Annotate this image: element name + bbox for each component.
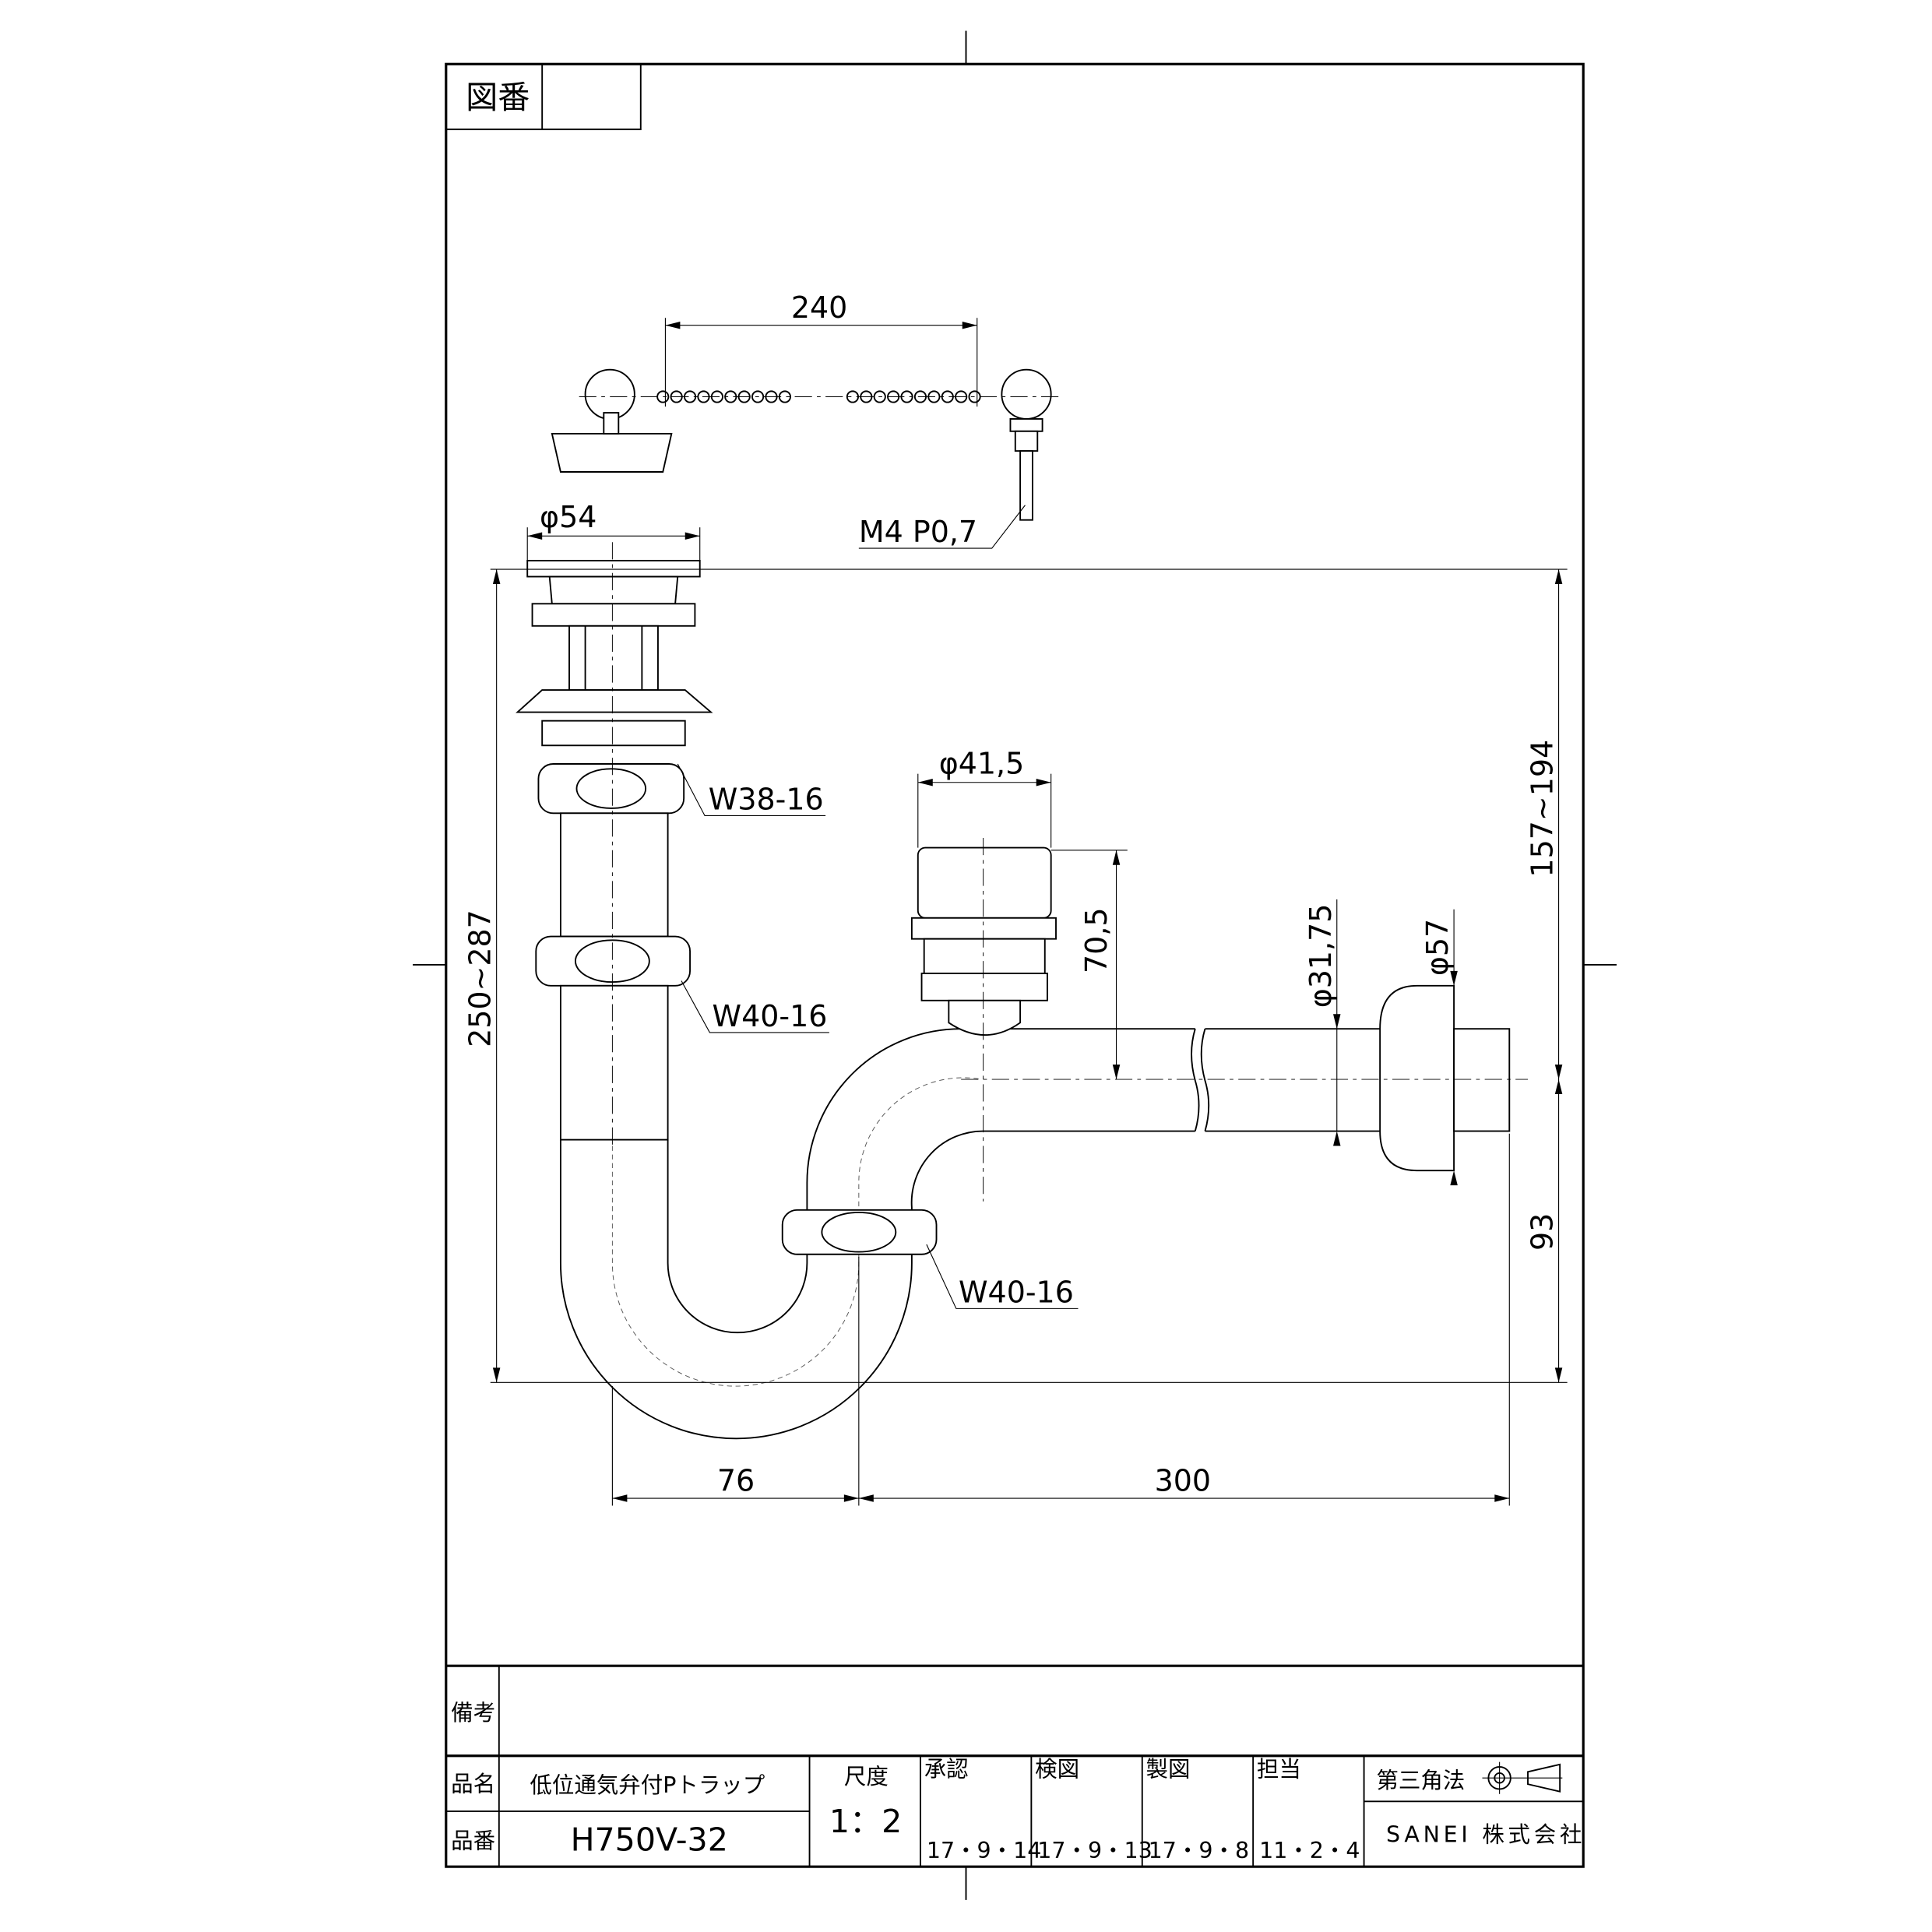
drawing-frame: [413, 30, 1617, 1900]
chain-stopper: 240 M4 P0,7: [551, 290, 1060, 549]
drawing-number-label: 図番: [466, 79, 530, 116]
chain-bead: [887, 390, 900, 403]
pipe-dia-dim: φ31,75: [1304, 904, 1338, 1008]
overall-dimensions: 250~287 157~194 93 76 300: [463, 568, 1568, 1506]
drawn-label: 製図: [1146, 1757, 1191, 1782]
chain-bead: [656, 390, 670, 403]
charge-date: 11・2・4: [1259, 1838, 1360, 1863]
chain-bead: [968, 390, 981, 403]
chain-bead: [913, 390, 927, 403]
vent-valve: φ41,5 70,5: [910, 747, 1128, 1202]
outlet-dimensions: φ31,75 φ57: [1304, 899, 1458, 1186]
title-block: 備考 品名 低位通気弁付Pトラップ 品番 H750V-32 尺度 1：2 承認 …: [445, 1664, 1585, 1867]
charge-label: 担当: [1257, 1757, 1301, 1782]
chain-bead: [697, 390, 710, 403]
chain-bead: [684, 390, 697, 403]
nut-3-label: W40-16: [959, 1275, 1074, 1309]
chain-bead: [724, 390, 737, 403]
third-angle-projection-icon: [1482, 1761, 1563, 1794]
approved-date: 17・9・14: [927, 1838, 1042, 1863]
trap-width-dim: 76: [717, 1464, 755, 1498]
nut-2-label: W40-16: [713, 999, 828, 1033]
drawn-date: 17・9・8: [1149, 1838, 1249, 1863]
chain-bead: [765, 390, 778, 403]
chain-bead: [778, 390, 791, 403]
flange-dia-dim: φ54: [540, 500, 596, 534]
scale-label: 尺度: [844, 1764, 889, 1789]
chain-bead: [670, 390, 683, 403]
projection-label: 第三角法: [1376, 1768, 1465, 1793]
screw-spec: M4 P0,7: [859, 515, 977, 549]
remarks-label: 備考: [451, 1700, 495, 1726]
checked-label: 検図: [1035, 1757, 1079, 1782]
vent-height-dim: 70,5: [1079, 907, 1114, 973]
chain-length-dim: 240: [791, 290, 847, 325]
chain-bead: [955, 390, 968, 403]
chain-bead: [737, 390, 751, 403]
product-name: 低位通気弁付Pトラップ: [530, 1772, 765, 1798]
checked-date: 17・9・13: [1037, 1838, 1153, 1863]
outlet-length-dim: 300: [1155, 1464, 1211, 1498]
chain-bead: [941, 390, 954, 403]
number-label: 品番: [451, 1828, 495, 1853]
wall-flange-dia-dim: φ57: [1420, 919, 1455, 976]
nut-1-label: W38-16: [709, 783, 824, 817]
trap-height-dim: 93: [1526, 1213, 1560, 1251]
name-label: 品名: [451, 1772, 495, 1797]
product-number: H750V-32: [571, 1821, 728, 1859]
drain-tailpiece: φ54 W38-16 W40-16: [516, 500, 829, 1146]
outlet-height-dim: 157~194: [1526, 740, 1560, 878]
chain-bead: [846, 390, 860, 403]
chain-bead: [927, 390, 941, 403]
drawing-number-box: 図番: [445, 63, 642, 131]
chain-bead: [900, 390, 913, 403]
chain-bead: [860, 390, 873, 403]
p-trap-body: W40-16: [559, 984, 1529, 1440]
total-height-dim: 250~287: [463, 910, 498, 1047]
chain-bead: [751, 390, 765, 403]
approved-label: 承認: [924, 1757, 969, 1782]
vent-dia-dim: φ41,5: [939, 747, 1025, 781]
company-name: SANEI 株式会社: [1386, 1821, 1585, 1847]
chain-bead: [873, 390, 886, 403]
chain-bead: [710, 390, 723, 403]
scale-value: 1：2: [829, 1803, 902, 1840]
